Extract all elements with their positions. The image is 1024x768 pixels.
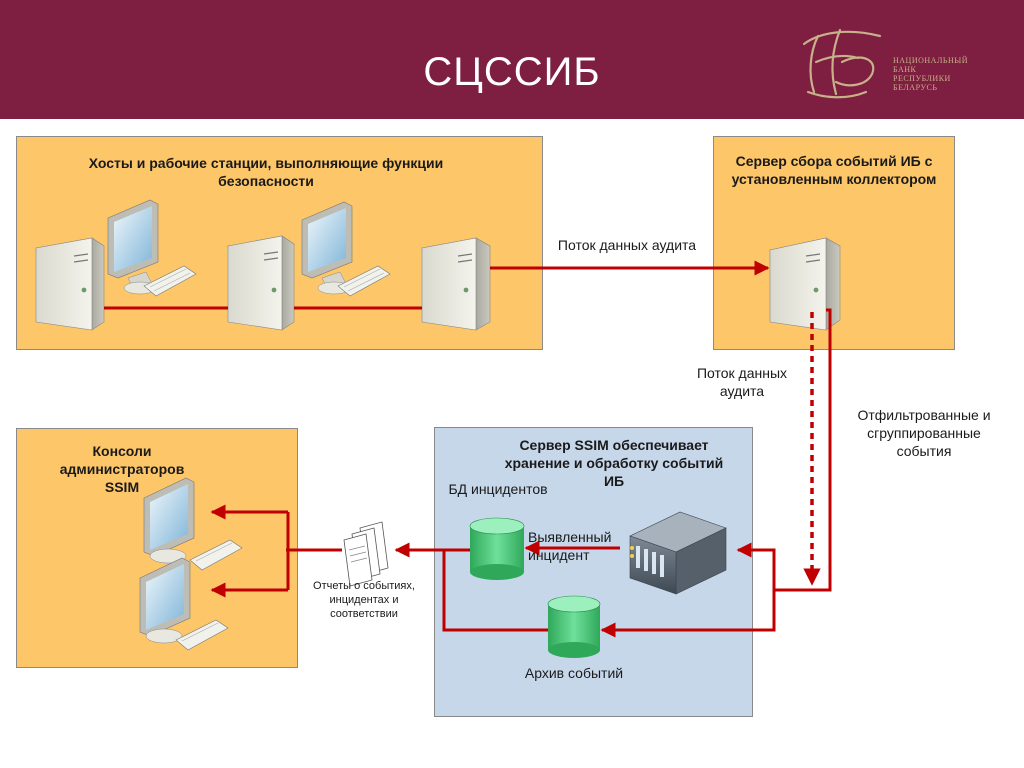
ssim-box-label: Сервер SSIM обеспечивает хранение и обра…	[504, 437, 724, 489]
consoles-box-label: Консоли администраторов SSIM	[59, 443, 185, 495]
archive-to-reports-line	[442, 550, 548, 632]
workstation-1	[35, 199, 197, 331]
bank-logo-text: НАЦИОНАЛЬНЫЙ БАНК РЕСПУБЛИКИ БЕЛАРУСЬ	[893, 56, 968, 92]
console-2	[139, 557, 229, 651]
tower-icon	[35, 237, 105, 331]
collector-server-tower-icon	[769, 237, 841, 331]
incidents-db-label: БД инцидентов	[448, 481, 548, 497]
documents-icon	[343, 521, 389, 587]
title-banner: СЦССИБ НАЦИОНАЛЬНЫЙ БАНК РЕСПУБЛИКИ БЕЛА…	[0, 0, 1024, 119]
filtered-events-label: Отфильтрованные и сгруппированные событи…	[857, 407, 991, 459]
to-archive-arrow	[600, 590, 776, 638]
events-archive-label: Архив событий	[524, 665, 624, 681]
incidents-database-icon	[469, 517, 525, 580]
detected-incident-label: Выявленный инцидент	[528, 529, 612, 563]
console-1	[143, 477, 243, 571]
filtered-events-line	[774, 308, 832, 592]
tower-icon	[227, 235, 295, 331]
keyboard-icon	[189, 539, 243, 571]
audit-flow-side-label: Поток данных аудита	[696, 365, 788, 399]
monitor-icon	[301, 201, 353, 295]
page-title: СЦССИБ	[423, 50, 601, 94]
monitor-icon	[139, 557, 191, 644]
reports-label: Отчеты о событиях, инцидентах и соответс…	[313, 580, 415, 620]
host-server-tower-icon	[421, 237, 491, 331]
to-rack-arrow	[736, 542, 776, 590]
monitor-icon	[143, 477, 195, 564]
collector-box-label: Сервер сбора событий ИБ с установленным …	[731, 153, 937, 187]
keyboard-icon	[337, 265, 391, 297]
events-archive-icon	[547, 595, 601, 658]
audit-flow-top-label: Поток данных аудита	[557, 237, 697, 253]
bank-logo-icon	[802, 28, 882, 99]
keyboard-icon	[143, 265, 197, 297]
workstation-2	[227, 201, 391, 331]
keyboard-icon	[175, 619, 229, 651]
ssim-rack-server-icon	[629, 511, 727, 595]
hosts-box-label: Хосты и рабочие станции, выполняющие фун…	[88, 155, 444, 189]
monitor-icon	[107, 199, 159, 295]
